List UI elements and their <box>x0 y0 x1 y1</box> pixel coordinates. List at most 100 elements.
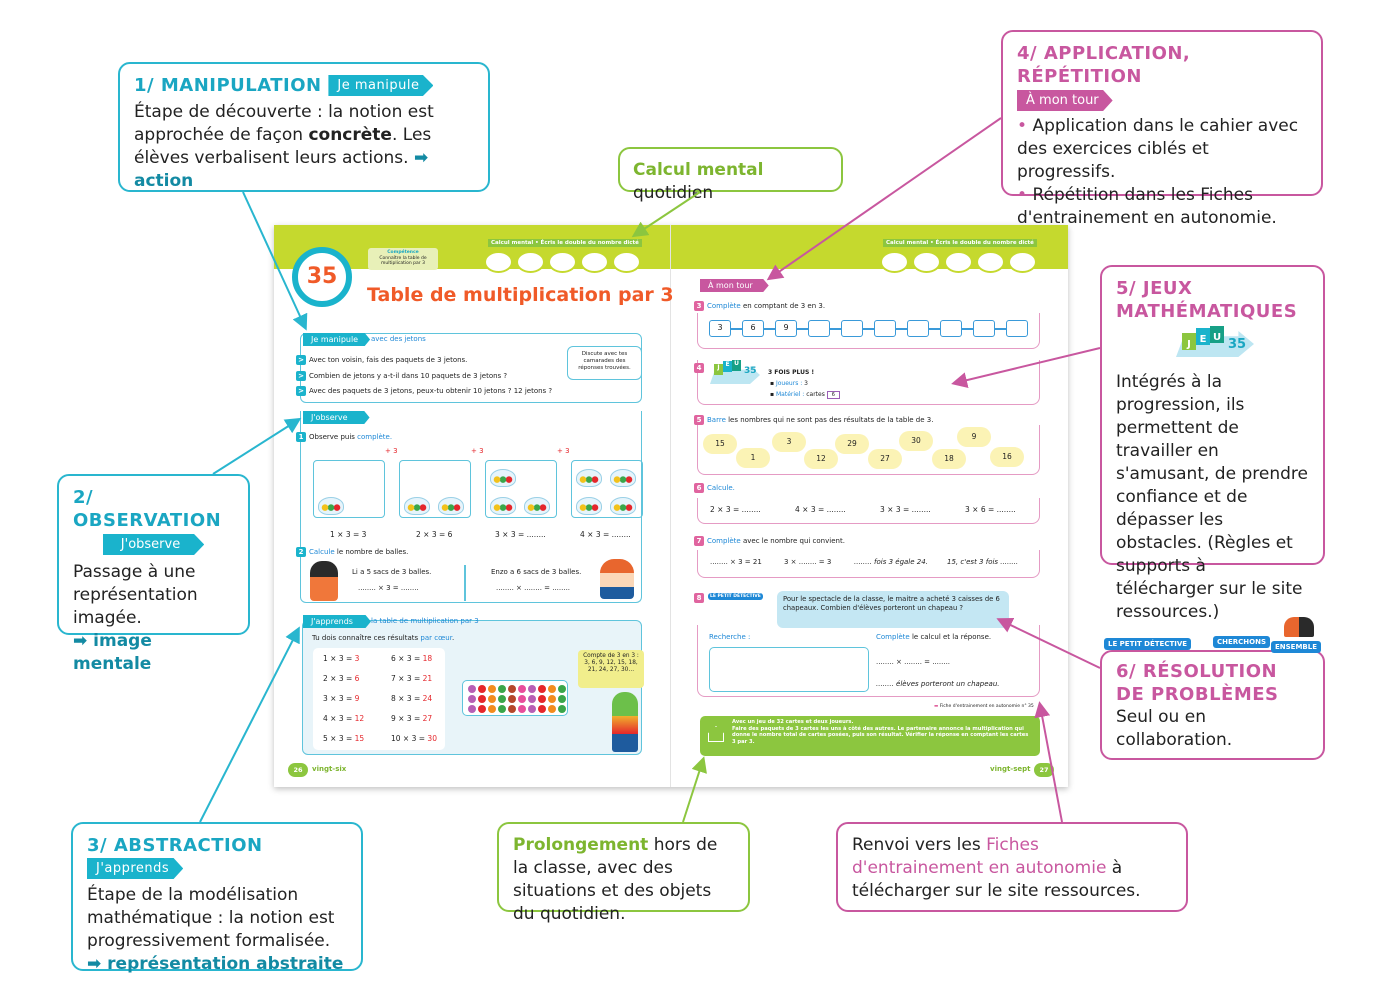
apprends-subtitle: la table de multiplication par 3 <box>371 617 479 625</box>
counter-dot <box>558 695 566 703</box>
competence-title: Compétence <box>387 250 419 255</box>
sequence-connector <box>995 328 1006 330</box>
answer-oval[interactable] <box>1008 251 1037 273</box>
list-item: >Combien de jetons y a-t-il dans 10 paqu… <box>296 369 552 385</box>
sequence-box[interactable] <box>874 320 896 337</box>
sentence-answer[interactable]: ........ élèves porteront un chapeau. <box>876 680 1000 688</box>
counter-dot <box>498 685 506 693</box>
competence-box: Compétence Connaître la table de multipl… <box>368 248 438 270</box>
sequence-box[interactable] <box>907 320 929 337</box>
callout-abstraction: 3/ ABSTRACTION J'apprends Étape de la mo… <box>71 822 363 974</box>
sequence-box[interactable] <box>841 320 863 337</box>
counter-dot <box>518 695 526 703</box>
calc-equation[interactable]: 4 × 3 = ........ <box>795 505 846 514</box>
sequence-box[interactable]: 6 <box>742 320 764 337</box>
sequence-box[interactable]: 3 <box>709 320 731 337</box>
li-equation: ........ × 3 = ........ <box>358 584 419 592</box>
bullet-item: • Application dans le cahier avec des ex… <box>1017 116 1299 182</box>
number-cloud[interactable]: 16 <box>990 447 1024 467</box>
counter-dot <box>468 685 476 693</box>
exercise-5-frame <box>697 425 1040 475</box>
table-row: 6 × 3 = 18 <box>391 654 433 663</box>
counter-dot <box>528 685 536 693</box>
sequence-connector <box>863 328 874 330</box>
sequence-box[interactable] <box>940 320 962 337</box>
sequence-box[interactable] <box>973 320 995 337</box>
calc-answer[interactable]: ........ × ........ = ........ <box>876 658 951 666</box>
j-observe-tag: J'observe <box>102 534 205 555</box>
page-number-right: 27 <box>1034 763 1054 777</box>
counter-dot <box>508 705 516 713</box>
page-number-left: 26 <box>288 763 308 777</box>
recherche-box[interactable] <box>709 647 869 692</box>
number-cloud[interactable]: 12 <box>804 449 838 469</box>
sequence-connector <box>797 328 808 330</box>
counter-dot <box>538 685 546 693</box>
counter-dot <box>488 705 496 713</box>
counter-dot <box>558 705 566 713</box>
complete-instruction: Complète le calcul et la réponse. <box>876 633 992 641</box>
callout-resolution: 6/ RÉSOLUTION DE PROBLÈMES Seul ou en co… <box>1100 650 1325 760</box>
callout-calcul-mental: Calcul mental quotidien <box>618 147 843 203</box>
jeu-icon: J E U 35 <box>710 360 762 388</box>
callout-application: 4/ APPLICATION, RÉPÉTITION À mon tour • … <box>1001 30 1323 228</box>
fill-equation[interactable]: 3 × ........ = 3 <box>784 558 832 566</box>
home-activity-box: Avec un jeu de 32 cartes et deux joueurs… <box>700 716 1040 756</box>
girl-illustration <box>310 561 338 601</box>
answer-oval[interactable] <box>880 251 909 273</box>
apprends-tab: J'apprends <box>303 615 371 628</box>
answer-oval[interactable] <box>580 251 609 273</box>
fill-equation[interactable]: 15, c'est 3 fois ........ <box>947 558 1019 566</box>
detective-badge: LE PETIT DÉTECTIVE <box>708 593 763 600</box>
lesson-title: Table de multiplication par 3 <box>367 284 674 306</box>
number-cloud[interactable]: 9 <box>957 427 991 447</box>
exercise-8-number: 8 <box>694 593 707 603</box>
number-cloud[interactable]: 18 <box>932 449 966 469</box>
table-row: 9 × 3 = 27 <box>391 714 433 723</box>
number-cloud[interactable]: 30 <box>899 431 933 451</box>
sequence-box[interactable] <box>808 320 830 337</box>
arrow-icon: ➡ <box>413 148 429 168</box>
sequence-box[interactable]: 9 <box>775 320 797 337</box>
counter-dot <box>508 685 516 693</box>
fill-equation[interactable]: ........ fois 3 égale 24. <box>854 558 928 566</box>
boy-illustration <box>600 559 634 599</box>
answer-oval[interactable] <box>516 251 545 273</box>
sequence-box[interactable] <box>1006 320 1028 337</box>
answer-oval[interactable] <box>912 251 941 273</box>
calcul-mental-label: Calcul mental • Écris le double du nombr… <box>883 239 1037 247</box>
table-row: 2 × 3 = 6 <box>323 674 360 683</box>
competence-text: Connaître la table de multiplication par… <box>379 255 427 267</box>
frog-speech-bubble: Compte de 3 en 3 : 3, 6, 9, 12, 15, 18, … <box>578 650 644 688</box>
calc-equation[interactable]: 3 × 3 = ........ <box>880 505 931 514</box>
answer-oval[interactable] <box>548 251 577 273</box>
ball-bag-icon <box>318 497 344 515</box>
number-cloud[interactable]: 1 <box>736 448 770 468</box>
answer-oval[interactable] <box>976 251 1005 273</box>
ball-bag-icon <box>576 497 602 515</box>
game-title: 3 FOIS PLUS ! <box>768 369 815 376</box>
number-cloud[interactable]: 29 <box>835 434 869 454</box>
number-cloud[interactable]: 3 <box>772 432 806 452</box>
callout-observation: 2/ OBSERVATION J'observe Passage à une r… <box>57 474 250 674</box>
counter-dot <box>538 695 546 703</box>
observe-section <box>300 411 642 603</box>
answer-oval[interactable] <box>484 251 513 273</box>
answer-oval[interactable] <box>612 251 641 273</box>
calc-equation[interactable]: 3 × 6 = ........ <box>965 505 1016 514</box>
number-cloud[interactable]: 15 <box>703 434 737 454</box>
enzo-problem: Enzo a 6 sacs de 3 balles. <box>491 568 582 576</box>
counter-dot <box>488 685 496 693</box>
observe-tab: J'observe <box>303 411 370 424</box>
answer-oval[interactable] <box>944 251 973 273</box>
fill-equation[interactable]: ........ × 3 = 21 <box>710 558 762 566</box>
game-material: ▪ Matériel : cartes 6 <box>770 391 840 399</box>
exercise-4-number: 4 <box>694 363 707 373</box>
number-cloud[interactable]: 27 <box>868 449 902 469</box>
table-row: 1 × 3 = 3 <box>323 654 360 663</box>
calc-equation[interactable]: 2 × 3 = ........ <box>710 505 761 514</box>
callout-title: 4/ APPLICATION, RÉPÉTITION <box>1017 43 1191 87</box>
